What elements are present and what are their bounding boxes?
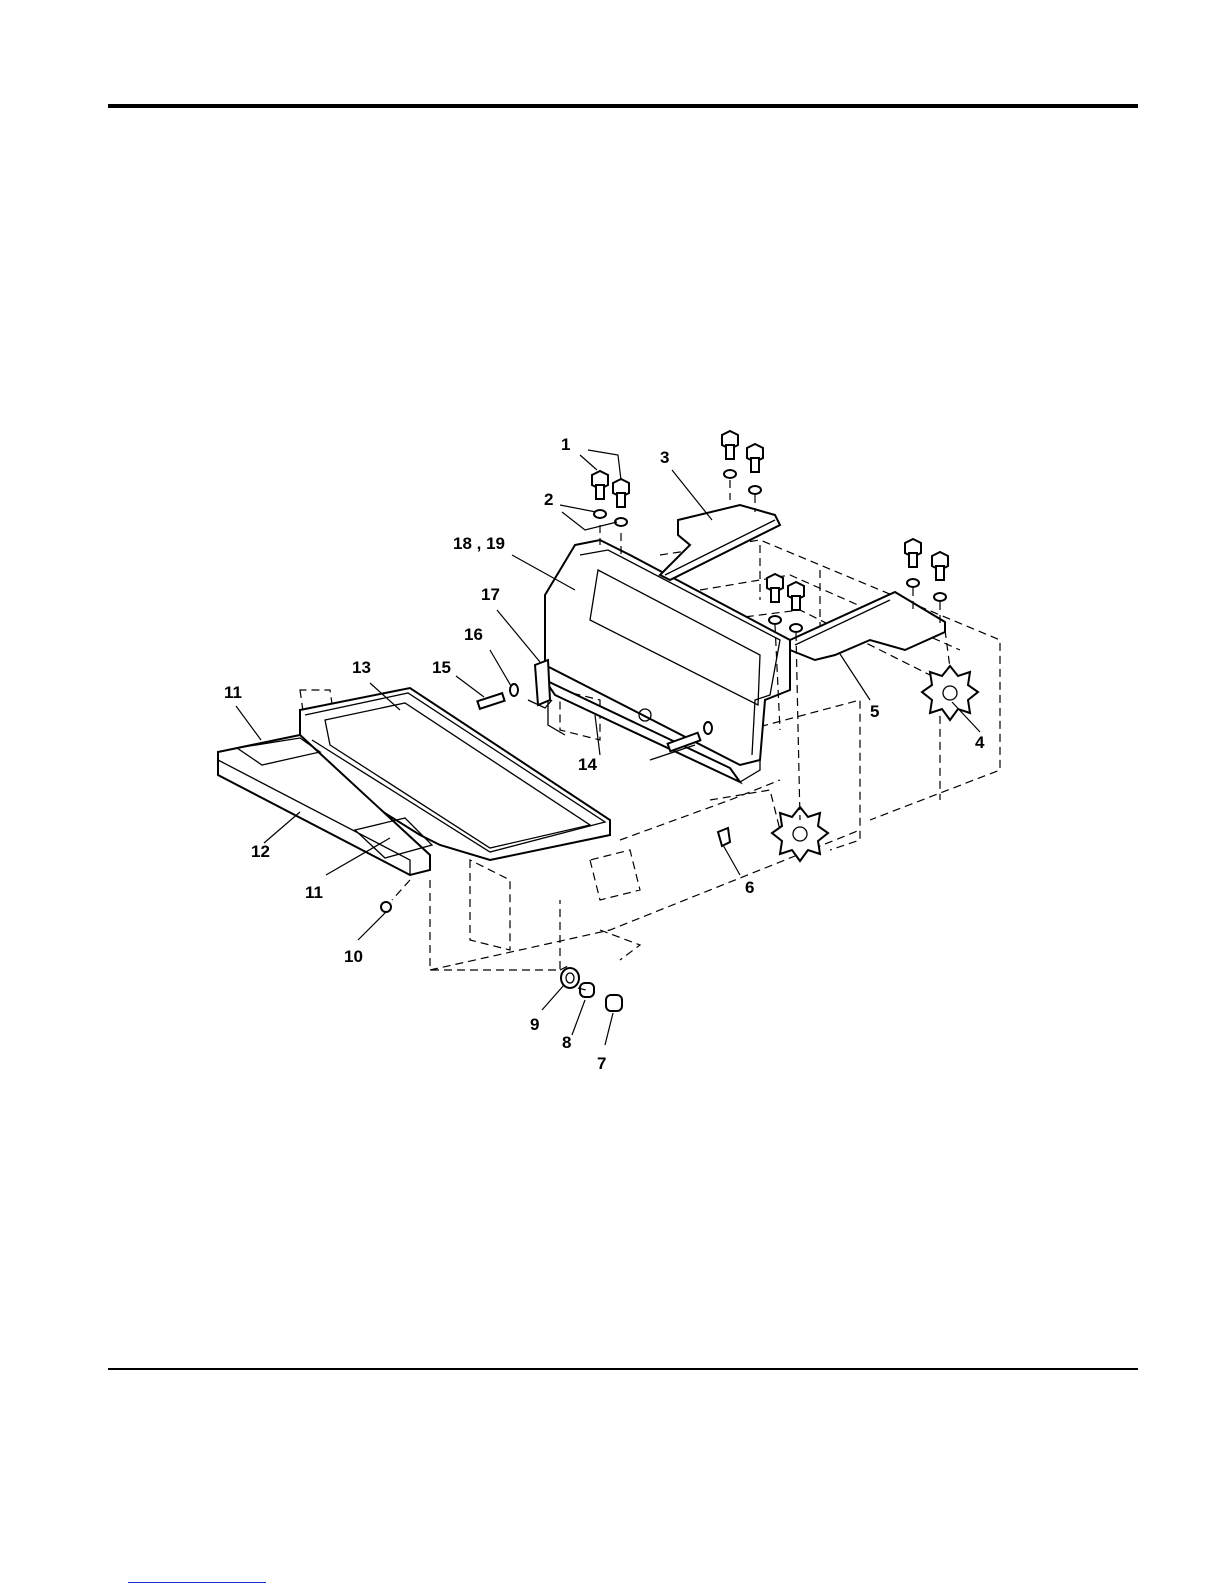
clip-6: [718, 828, 730, 846]
callout-2: 2: [544, 490, 553, 509]
callout-1: 1: [561, 435, 570, 454]
callout-15: 15: [432, 658, 451, 677]
callout-3: 3: [660, 448, 669, 467]
callout-12: 12: [251, 842, 270, 861]
callout-6: 6: [745, 878, 754, 897]
callout-10: 10: [344, 947, 363, 966]
callout-8: 8: [562, 1033, 571, 1052]
callout-16: 16: [464, 625, 483, 644]
hardware-9-8-7: [561, 968, 622, 1011]
callout-7: 7: [597, 1054, 606, 1073]
bracket-5: [790, 592, 945, 660]
callout-4: 4: [975, 733, 985, 752]
callout-11-left: 11: [224, 683, 242, 702]
star-knob-4: [922, 666, 978, 720]
callout-14: 14: [578, 755, 597, 774]
callout-17: 17: [481, 585, 500, 604]
callout-11-lower: 11: [305, 883, 323, 902]
bracket-3: [660, 505, 780, 580]
nut-10: [381, 902, 391, 912]
bolts-1: [592, 471, 629, 526]
bolts-3: [722, 431, 763, 494]
callout-5: 5: [870, 702, 879, 721]
callout-18-19: 18 , 19: [453, 534, 505, 553]
bracket-17: [528, 660, 552, 708]
bolts-center: [767, 574, 804, 632]
bolts-5: [905, 539, 948, 601]
callout-9: 9: [530, 1015, 539, 1034]
callout-13: 13: [352, 658, 371, 677]
